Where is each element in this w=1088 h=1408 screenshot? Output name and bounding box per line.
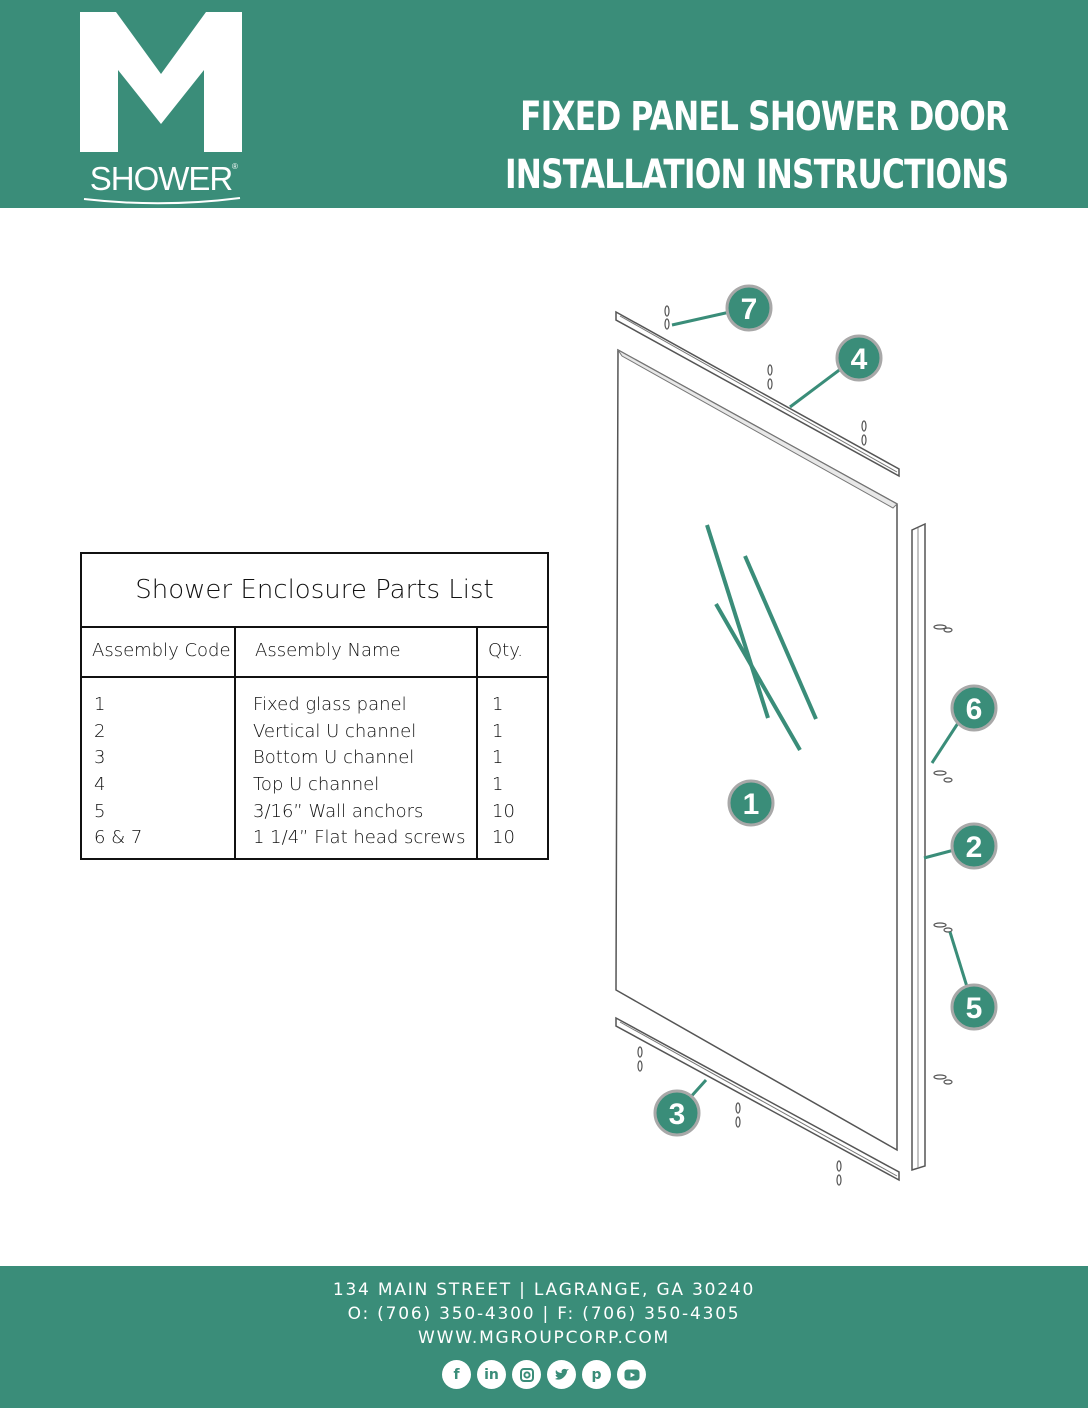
page-title: FIXED PANEL SHOWER DOOR INSTALLATION INS… — [504, 88, 1009, 204]
footer-address: 134 MAIN STREET | LAGRANGE, GA 30240 — [332, 1280, 756, 1300]
footer-website[interactable]: WWW.MGROUPCORP.COM — [418, 1328, 670, 1348]
top-u-channel — [615, 310, 900, 478]
header-assembly-name: Assembly Name — [255, 640, 401, 661]
cell-qty: 1 — [492, 774, 504, 796]
cell-name: Bottom U channel — [253, 747, 415, 769]
pinterest-icon[interactable]: p — [582, 1360, 611, 1389]
facebook-icon[interactable]: f — [442, 1360, 471, 1389]
cell-name: Fixed glass panel — [253, 694, 407, 715]
cell-code: 4 — [94, 774, 106, 796]
column-divider — [234, 628, 236, 860]
cell-name: Top U channel — [253, 774, 380, 796]
qty-column: 1 1 1 1 10 10 — [492, 692, 515, 852]
cell-code: 6 & 7 — [94, 827, 143, 849]
callout-3-label: 3 — [669, 1098, 686, 1131]
callout-5-label: 5 — [966, 992, 983, 1025]
header-assembly-code: Assembly Code — [92, 640, 231, 661]
cell-code: 5 — [94, 800, 106, 822]
name-column: Fixed glass panel Vertical U channel Bot… — [253, 692, 465, 852]
youtube-icon[interactable] — [617, 1360, 646, 1389]
footer-phone: O: (706) 350-4300 | F: (706) 350-4305 — [347, 1304, 741, 1324]
m-logo-letter-icon — [80, 12, 242, 152]
header-band: SHOWER ® FIXED PANEL SHOWER DOOR INSTALL… — [0, 0, 1088, 208]
header-qty: Qty. — [488, 640, 524, 661]
code-column: 1 2 3 4 5 6 & 7 — [94, 692, 142, 852]
registered-mark: ® — [232, 162, 238, 171]
logo-swoosh-icon — [83, 197, 241, 205]
callout-6: 6 — [950, 684, 998, 732]
cell-qty: 1 — [492, 694, 504, 715]
callout-4-label: 4 — [851, 343, 868, 376]
table-caption: Shower Enclosure Parts List — [82, 554, 547, 628]
title-line-1: FIXED PANEL SHOWER DOOR — [519, 94, 1009, 140]
cell-qty: 1 — [492, 747, 504, 769]
cell-qty: 10 — [492, 800, 515, 822]
twitter-icon[interactable] — [547, 1360, 576, 1389]
cell-name: Vertical U channel — [253, 720, 417, 742]
callout-2: 2 — [950, 822, 998, 870]
cell-name: 3/16” Wall anchors — [253, 800, 424, 822]
callout-2-label: 2 — [966, 831, 983, 864]
column-divider — [476, 628, 478, 860]
social-links: f in p — [0, 1360, 1088, 1389]
m-shower-logo: SHOWER ® — [80, 12, 242, 205]
callout-1-label: 1 — [743, 788, 760, 821]
cell-code: 1 — [94, 694, 106, 715]
vertical-u-channel — [911, 522, 926, 1172]
cell-qty: 1 — [492, 720, 504, 742]
bottom-u-channel — [615, 1016, 900, 1182]
cell-name: 1 1/4” Flat head screws — [253, 827, 466, 849]
cell-code: 3 — [94, 747, 106, 769]
callout-4: 4 — [835, 334, 883, 382]
callout-5: 5 — [950, 983, 998, 1031]
table-header-row — [82, 628, 547, 678]
footer-band: 134 MAIN STREET | LAGRANGE, GA 30240 O: … — [0, 1266, 1088, 1408]
linkedin-icon[interactable]: in — [477, 1360, 506, 1389]
logo-wordmark: SHOWER — [89, 160, 234, 197]
callout-1: 1 — [727, 779, 775, 827]
cell-qty: 10 — [492, 827, 515, 849]
exploded-diagram: 7 4 6 1 2 5 3 — [615, 284, 998, 1186]
callout-7: 7 — [725, 284, 773, 332]
instagram-icon[interactable] — [512, 1360, 541, 1389]
fixed-glass-panel — [615, 348, 898, 1152]
callout-7-label: 7 — [741, 293, 758, 326]
parts-list-table: Shower Enclosure Parts List Assembly Cod… — [80, 552, 549, 860]
callout-6-label: 6 — [966, 693, 983, 726]
callout-3: 3 — [653, 1089, 701, 1137]
hardware-fasteners — [637, 305, 953, 1186]
title-line-2: INSTALLATION INSTRUCTIONS — [504, 152, 1009, 198]
cell-code: 2 — [94, 720, 106, 742]
